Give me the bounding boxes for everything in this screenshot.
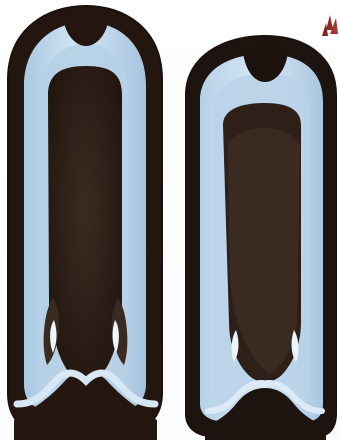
top-right-accent-mark xyxy=(322,15,338,36)
accent-spike-1 xyxy=(326,15,333,30)
left-tooth-section xyxy=(8,6,162,440)
right-tooth-section xyxy=(186,36,336,440)
left-pulp-chamber xyxy=(48,66,122,387)
